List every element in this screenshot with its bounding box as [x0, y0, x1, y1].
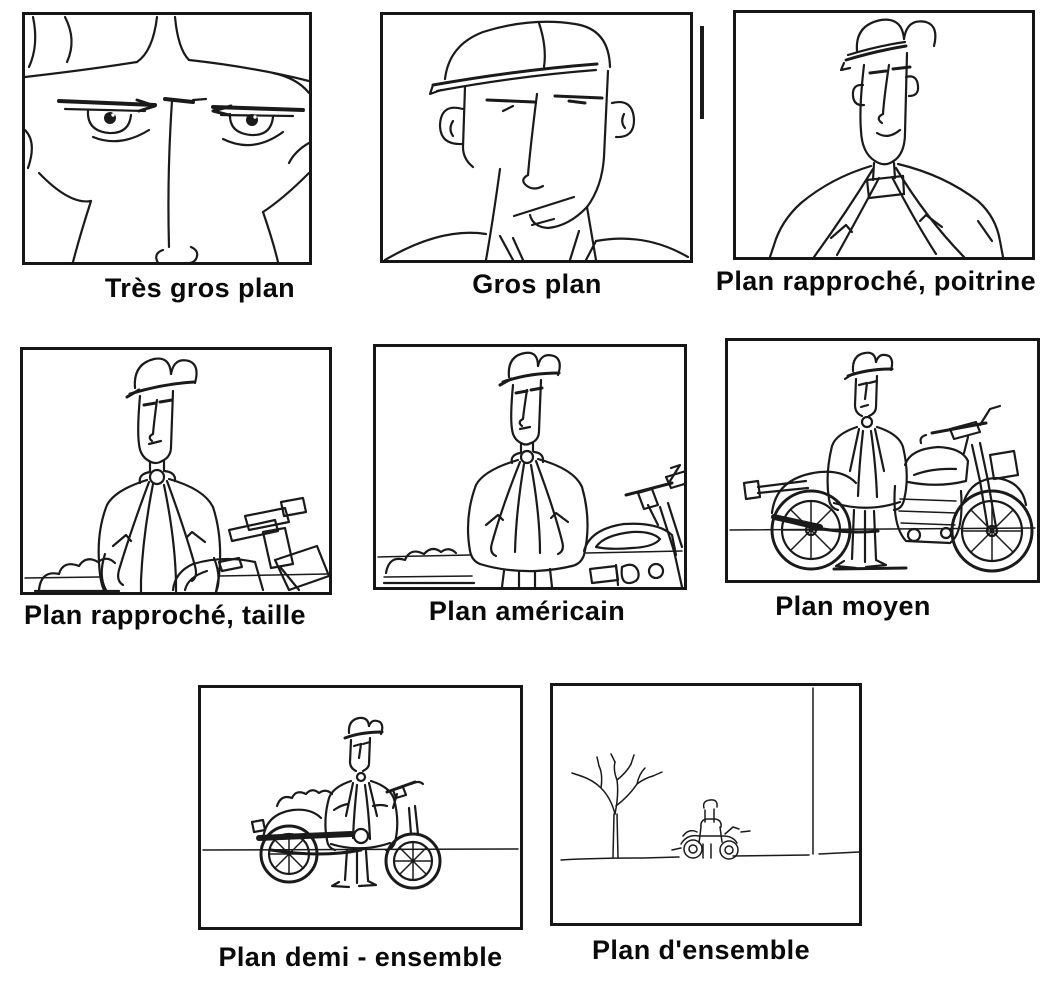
panel-plan-rapproche-poitrine	[733, 10, 1035, 260]
plan-rapproche-taille-drawing	[24, 357, 329, 592]
label-tres-gros-plan: Très gros plan	[104, 273, 296, 303]
panel-gros-plan	[380, 12, 693, 263]
label-gros-plan: Gros plan	[472, 269, 602, 299]
panel-tres-gros-plan	[22, 12, 312, 265]
label-plan-americain: Plan américain	[428, 596, 626, 626]
label-plan-rapproche-taille: Plan rapproché, taille	[24, 600, 306, 630]
plan-demi-ensemble-drawing	[202, 716, 519, 890]
panel-plan-rapproche-taille	[20, 347, 332, 595]
gros-plan-drawing	[383, 20, 690, 260]
plan-americain-drawing	[377, 351, 684, 587]
scan-artifact-mark	[700, 26, 704, 119]
plan-rapproche-poitrine-drawing	[768, 18, 1005, 257]
plan-densemble-drawing	[560, 687, 859, 861]
label-plan-demi-ensemble: Plan demi - ensemble	[218, 942, 503, 972]
label-plan-moyen: Plan moyen	[775, 591, 931, 621]
plan-moyen-drawing	[729, 351, 1036, 573]
tres-gros-plan-drawing	[25, 15, 309, 262]
panel-plan-densemble	[550, 683, 862, 926]
panel-plan-americain	[373, 344, 687, 590]
panel-plan-moyen	[725, 338, 1040, 583]
label-plan-densemble: Plan d'ensemble	[592, 935, 810, 965]
label-plan-rapproche-poitrine: Plan rapproché, poitrine	[715, 266, 1037, 296]
panel-plan-demi-ensemble	[198, 685, 523, 930]
